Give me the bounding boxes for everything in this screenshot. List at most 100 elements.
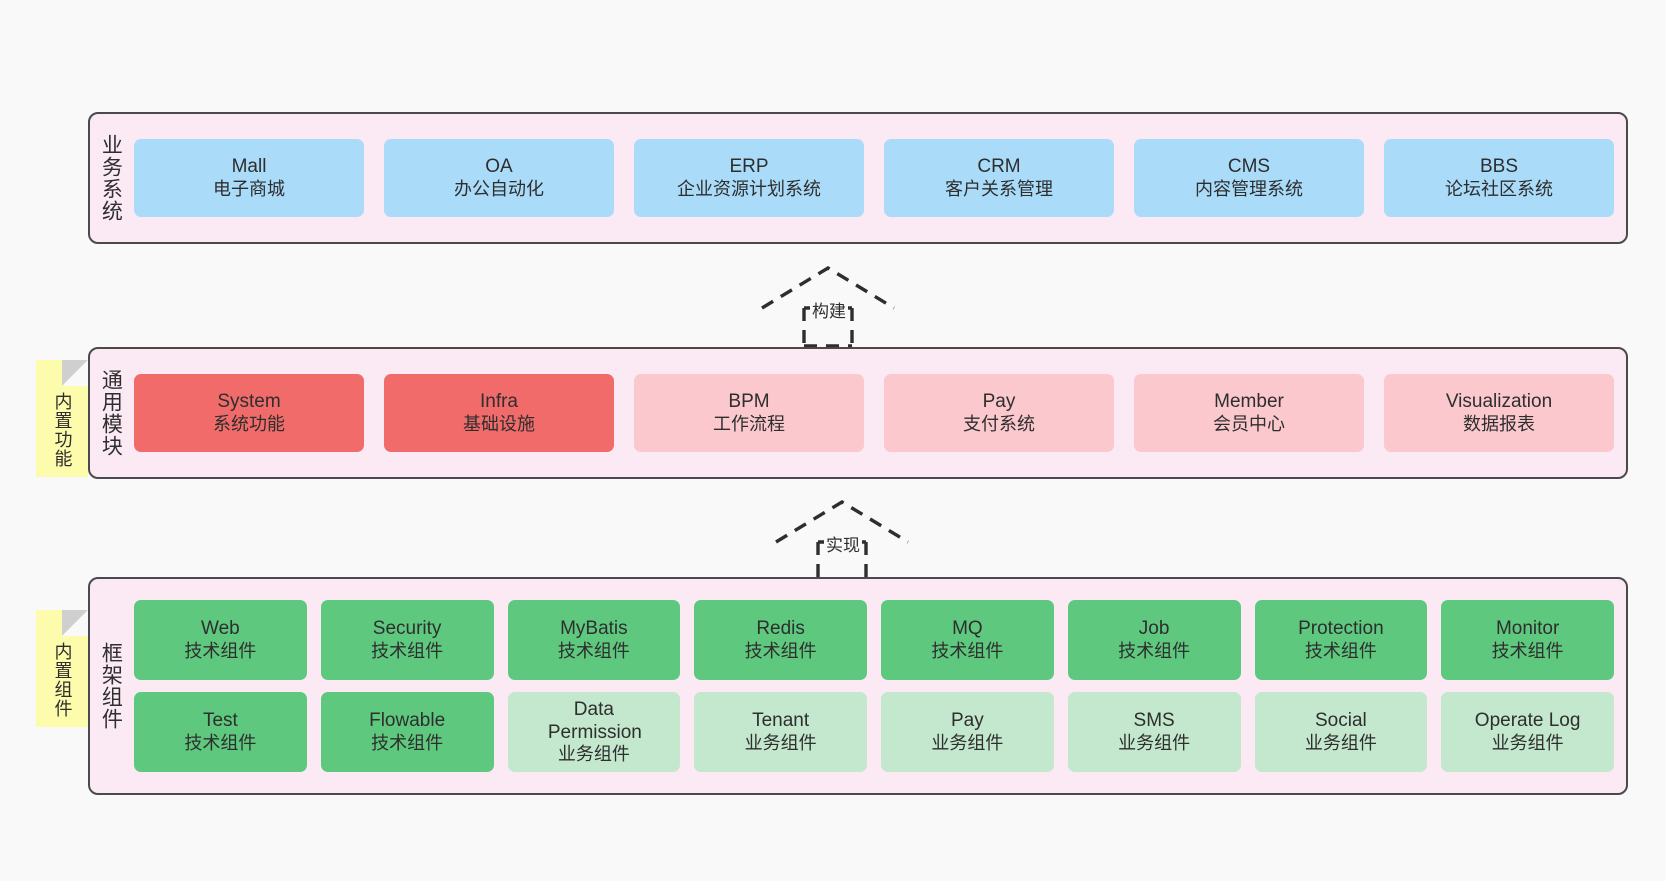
card-title: Security	[372, 618, 442, 640]
card-subtitle: 技术组件	[1491, 640, 1564, 661]
card-title: System	[217, 391, 281, 413]
card-subtitle: 会员中心	[1213, 413, 1285, 434]
component-card-mybatis[interactable]: MyBatis 技术组件	[507, 600, 681, 680]
component-card-redis[interactable]: Redis 技术组件	[694, 600, 867, 680]
card-title: MyBatis	[560, 618, 628, 640]
module-card-crm[interactable]: CRM 客户关系管理	[884, 139, 1114, 217]
layer-common-module[interactable]: 通用模块 System 系统功能 Infra 基础设施 BPM 工作流程 Pay…	[88, 347, 1628, 479]
card-title: Test	[202, 710, 238, 732]
card-subtitle: 技术组件	[371, 640, 444, 661]
card-title: Web	[201, 618, 240, 640]
sticky-note-builtin-function: 内置功能	[36, 360, 88, 477]
card-subtitle: 技术组件	[184, 732, 257, 753]
card-subtitle: 技术组件	[557, 640, 630, 661]
row: Web 技术组件 Security 技术组件 MyBatis 技术组件 Redi…	[134, 600, 1614, 680]
card-subtitle: 技术组件	[184, 640, 257, 661]
module-card-erp[interactable]: ERP 企业资源计划系统	[634, 139, 864, 217]
module-card-pay[interactable]: Pay 支付系统	[884, 374, 1114, 452]
card-subtitle: 业务组件	[557, 744, 630, 765]
card-subtitle: 内容管理系统	[1195, 178, 1303, 199]
row: System 系统功能 Infra 基础设施 BPM 工作流程 Pay 支付系统…	[134, 374, 1614, 452]
generalization-arrowhead	[761, 266, 895, 310]
component-card-operate-log[interactable]: Operate Log 业务组件	[1441, 692, 1614, 772]
layer-title-business-system: 业务系统	[99, 134, 123, 222]
card-title: Monitor	[1495, 618, 1560, 640]
card-subtitle: 业务组件	[1118, 732, 1191, 753]
layer-business-system[interactable]: 业务系统 Mall 电子商城 OA 办公自动化 ERP 企业资源计划系统 CRM…	[88, 112, 1628, 244]
component-card-sms[interactable]: SMS 业务组件	[1067, 692, 1241, 772]
card-subtitle: 技术组件	[371, 732, 444, 753]
module-card-infra[interactable]: Infra 基础设施	[384, 374, 614, 452]
component-card-data-permission[interactable]: Data Permission 业务组件	[507, 692, 681, 772]
card-title: OA	[485, 156, 513, 178]
module-card-oa[interactable]: OA 办公自动化	[384, 139, 614, 217]
sticky-fold-corner	[62, 610, 88, 636]
component-card-mq[interactable]: MQ 技术组件	[881, 600, 1054, 680]
connector-label-build: 构建	[810, 297, 848, 322]
component-card-pay[interactable]: Pay 业务组件	[881, 692, 1054, 772]
module-card-visualization[interactable]: Visualization 数据报表	[1384, 374, 1614, 452]
component-card-monitor[interactable]: Monitor 技术组件	[1441, 600, 1614, 680]
component-card-web[interactable]: Web 技术组件	[134, 600, 307, 680]
card-title: BPM	[728, 391, 770, 413]
connector-build: 构建	[758, 262, 904, 348]
module-card-bpm[interactable]: BPM 工作流程	[634, 374, 864, 452]
sticky-note-builtin-component: 内置组件	[36, 610, 88, 727]
component-card-tenant[interactable]: Tenant 业务组件	[694, 692, 867, 772]
card-subtitle: 技术组件	[744, 640, 817, 661]
card-title: Visualization	[1445, 391, 1553, 413]
card-title: Tenant	[752, 710, 810, 732]
layer-framework-component[interactable]: 框架组件 Web 技术组件 Security 技术组件 MyBatis 技术组件…	[88, 577, 1628, 795]
card-title: Member	[1214, 391, 1284, 413]
card-title: MQ	[952, 618, 983, 640]
module-card-member[interactable]: Member 会员中心	[1134, 374, 1364, 452]
card-subtitle: 技术组件	[931, 640, 1004, 661]
card-subtitle: 客户关系管理	[945, 178, 1053, 199]
sticky-fold-corner	[62, 360, 88, 386]
card-subtitle: 技术组件	[1304, 640, 1377, 661]
component-card-job[interactable]: Job 技术组件	[1067, 600, 1241, 680]
card-title: Social	[1315, 710, 1367, 732]
card-subtitle: 技术组件	[1118, 640, 1191, 661]
card-subtitle: 业务组件	[744, 732, 817, 753]
component-card-flowable[interactable]: Flowable 技术组件	[320, 692, 494, 772]
layer-body-common-module: System 系统功能 Infra 基础设施 BPM 工作流程 Pay 支付系统…	[130, 349, 1626, 477]
card-subtitle: 业务组件	[931, 732, 1004, 753]
card-title: Flowable	[369, 710, 446, 732]
card-title: Data Permission	[547, 698, 642, 744]
card-title: Pay	[951, 710, 984, 732]
card-subtitle: 电子商城	[213, 178, 285, 199]
component-card-protection[interactable]: Protection 技术组件	[1254, 600, 1428, 680]
module-card-cms[interactable]: CMS 内容管理系统	[1134, 139, 1364, 217]
card-title: Operate Log	[1474, 710, 1581, 732]
layer-title-framework-component: 框架组件	[99, 642, 123, 730]
connector-implement: 实现	[772, 496, 918, 582]
module-card-system[interactable]: System 系统功能	[134, 374, 364, 452]
card-title: SMS	[1133, 710, 1175, 732]
card-subtitle: 企业资源计划系统	[677, 178, 821, 199]
card-subtitle: 论坛社区系统	[1445, 178, 1553, 199]
component-card-test[interactable]: Test 技术组件	[134, 692, 307, 772]
layer-body-framework-component: Web 技术组件 Security 技术组件 MyBatis 技术组件 Redi…	[130, 579, 1626, 793]
card-subtitle: 工作流程	[713, 413, 785, 434]
card-subtitle: 办公自动化	[454, 178, 544, 199]
module-card-mall[interactable]: Mall 电子商城	[134, 139, 364, 217]
component-card-social[interactable]: Social 业务组件	[1254, 692, 1428, 772]
card-title: CRM	[977, 156, 1021, 178]
component-card-security[interactable]: Security 技术组件	[320, 600, 494, 680]
card-title: Pay	[982, 391, 1016, 413]
module-card-bbs[interactable]: BBS 论坛社区系统	[1384, 139, 1614, 217]
card-subtitle: 基础设施	[463, 413, 535, 434]
card-title: BBS	[1479, 156, 1519, 178]
layer-title-common-module: 通用模块	[99, 369, 123, 457]
card-subtitle: 业务组件	[1304, 732, 1377, 753]
card-title: ERP	[729, 156, 769, 178]
card-title: Infra	[479, 391, 519, 413]
sticky-note-label: 内置功能	[52, 391, 73, 468]
card-subtitle: 系统功能	[213, 413, 285, 434]
card-title: Mall	[231, 156, 267, 178]
connector-label-implement: 实现	[824, 531, 862, 556]
sticky-note-label: 内置组件	[52, 641, 73, 718]
card-subtitle: 数据报表	[1463, 413, 1535, 434]
